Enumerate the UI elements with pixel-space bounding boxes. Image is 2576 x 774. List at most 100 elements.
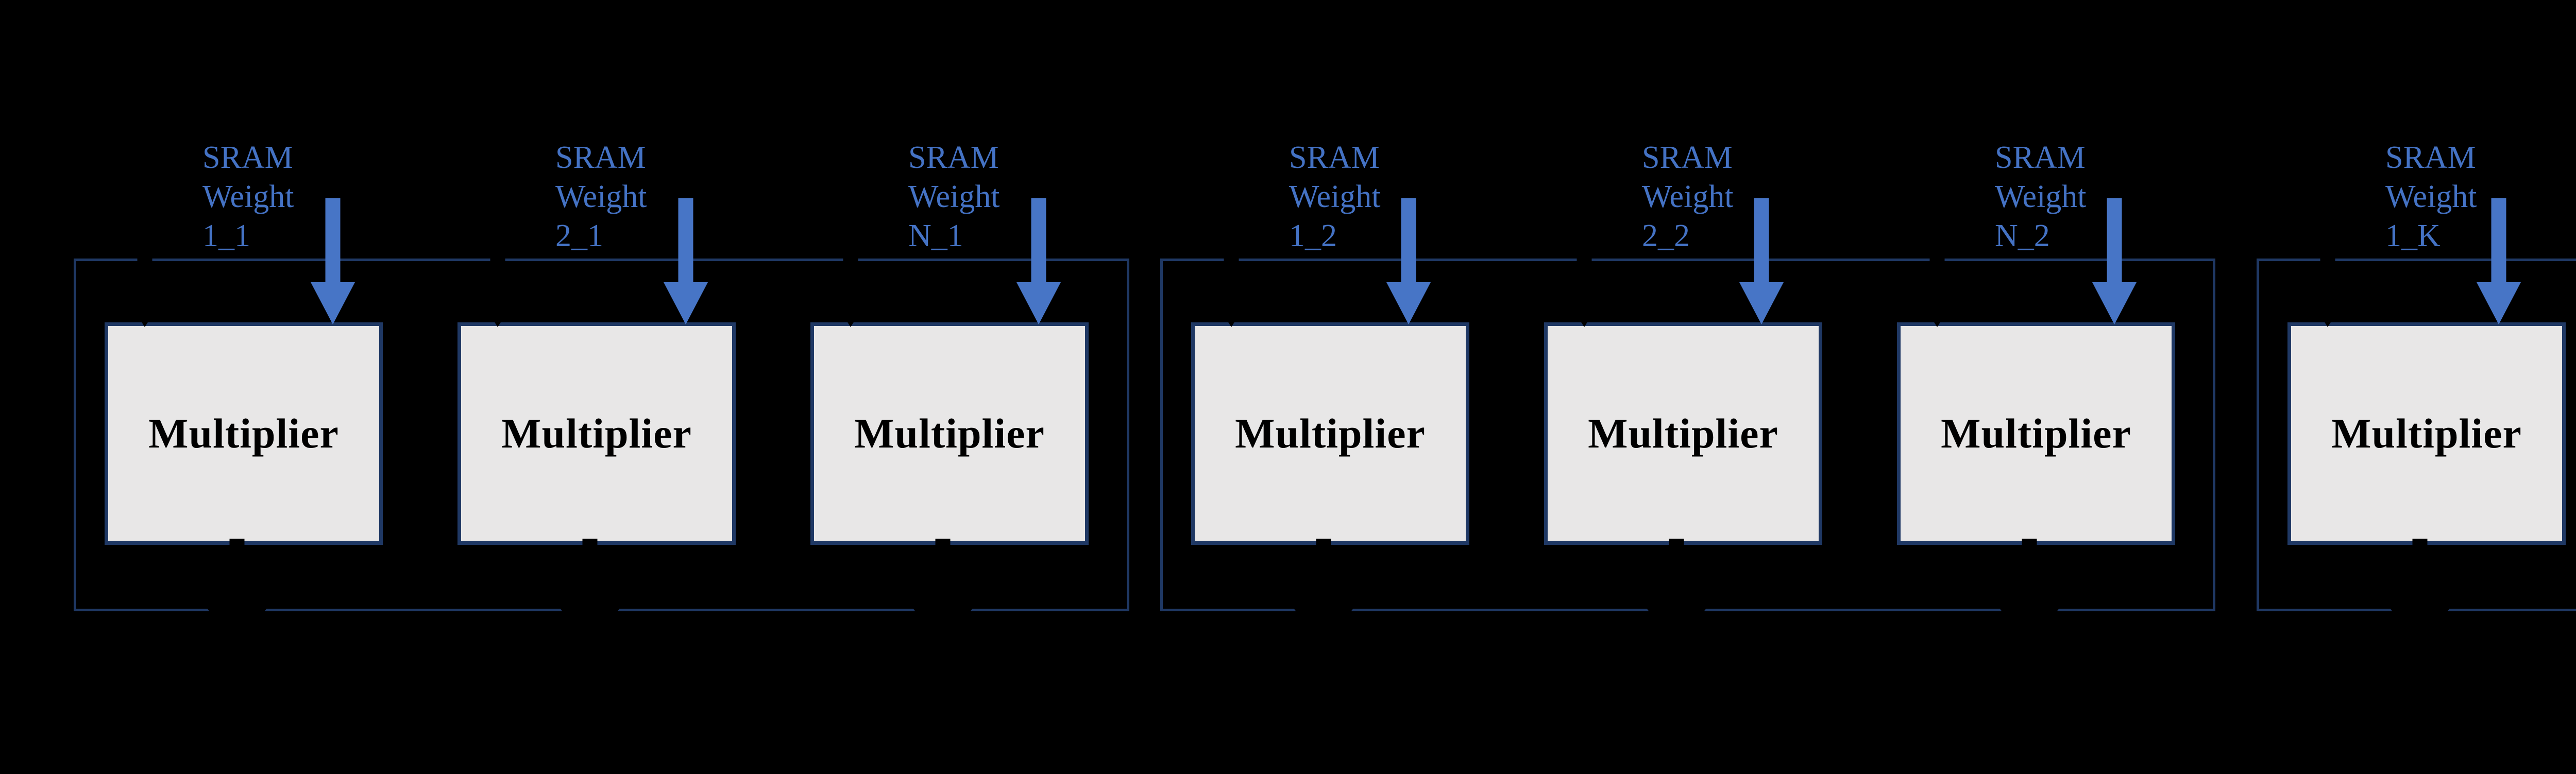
arrow-down-head-icon bbox=[1386, 282, 1431, 324]
multiplier-box-label: Multiplier bbox=[1588, 410, 1778, 457]
sram-label-line-1: SRAM bbox=[1289, 140, 1380, 175]
output-arrow-shaft bbox=[582, 539, 598, 609]
input-arrow-shaft bbox=[1929, 234, 1945, 297]
multiplier-box-label: Multiplier bbox=[1941, 410, 2131, 457]
weight-arrow-shaft bbox=[1031, 198, 1046, 287]
input-arrow-shaft bbox=[137, 234, 152, 297]
sram-weight-label: SRAM Weight 2_2 bbox=[1642, 138, 1734, 255]
output-arrow-shaft bbox=[1316, 539, 1331, 609]
arrow-down-head-icon bbox=[560, 608, 620, 646]
weight-arrow-shaft bbox=[678, 198, 693, 287]
output-arrow-icon bbox=[1999, 539, 2060, 647]
arrow-down-head-icon bbox=[124, 295, 165, 327]
input-arrow-icon bbox=[1211, 234, 1252, 328]
sram-label-line-1: SRAM bbox=[2385, 140, 2476, 175]
weight-arrow-icon bbox=[1016, 198, 1061, 325]
weight-arrow-shaft bbox=[1754, 198, 1769, 287]
sram-label-line-1: SRAM bbox=[908, 140, 999, 175]
weight-arrow-shaft bbox=[325, 198, 341, 287]
sram-label-line-1: SRAM bbox=[1642, 140, 1733, 175]
input-arrow-shaft bbox=[843, 234, 858, 297]
multiplier-box-label: Multiplier bbox=[148, 410, 339, 457]
multiplier-box-label: Multiplier bbox=[1235, 410, 1426, 457]
multiplier-box: Multiplier bbox=[105, 322, 383, 545]
sram-label-line-3: 2_1 bbox=[555, 218, 603, 253]
multiplier-box-label: Multiplier bbox=[501, 410, 692, 457]
sram-label-line-3: N_1 bbox=[908, 218, 963, 253]
multiplier-box-label: Multiplier bbox=[854, 410, 1045, 457]
arrow-down-head-icon bbox=[830, 295, 871, 327]
sram-weight-label: SRAM Weight 1_K bbox=[2385, 138, 2477, 255]
sram-label-line-2: Weight bbox=[908, 179, 1000, 214]
output-arrow-icon bbox=[207, 539, 267, 647]
multiplier-box: Multiplier bbox=[1544, 322, 1822, 545]
weight-arrow-icon bbox=[2092, 198, 2137, 325]
sram-weight-label: SRAM Weight 1_2 bbox=[1289, 138, 1381, 255]
weight-arrow-icon bbox=[1739, 198, 1784, 325]
arrow-down-head-icon bbox=[207, 608, 267, 646]
output-arrow-icon bbox=[1293, 539, 1354, 647]
multiplier-box: Multiplier bbox=[1191, 322, 1469, 545]
sram-weight-label: SRAM Weight N_1 bbox=[908, 138, 1000, 255]
output-arrow-icon bbox=[912, 539, 973, 647]
sram-label-line-3: 1_1 bbox=[202, 218, 250, 253]
arrow-down-head-icon bbox=[1917, 295, 1958, 327]
arrow-down-head-icon bbox=[1564, 295, 1605, 327]
output-arrow-shaft bbox=[229, 539, 245, 609]
weight-arrow-shaft bbox=[2107, 198, 2122, 287]
arrow-down-head-icon bbox=[477, 295, 518, 327]
input-arrow-shaft bbox=[2320, 234, 2335, 297]
arrow-down-head-icon bbox=[1646, 608, 1707, 646]
input-arrow-icon bbox=[1917, 234, 1958, 328]
multiplier-box: Multiplier bbox=[457, 322, 736, 545]
sram-label-line-3: 1_K bbox=[2385, 218, 2441, 253]
sram-label-line-2: Weight bbox=[1642, 179, 1734, 214]
weight-arrow-icon bbox=[2477, 198, 2521, 325]
sram-label-line-3: 2_2 bbox=[1642, 218, 1690, 253]
sram-label-line-3: 1_2 bbox=[1289, 218, 1337, 253]
sram-weight-label: SRAM Weight 2_1 bbox=[555, 138, 647, 255]
arrow-down-head-icon bbox=[2389, 608, 2450, 646]
input-arrow-shaft bbox=[1577, 234, 1592, 297]
sram-label-line-1: SRAM bbox=[555, 140, 646, 175]
arrow-down-head-icon bbox=[1293, 608, 1354, 646]
output-arrow-icon bbox=[560, 539, 620, 647]
sram-label-line-2: Weight bbox=[1289, 179, 1381, 214]
weight-arrow-icon bbox=[664, 198, 708, 325]
arrow-down-head-icon bbox=[2307, 295, 2348, 327]
sram-label-line-2: Weight bbox=[555, 179, 647, 214]
output-arrow-shaft bbox=[935, 539, 951, 609]
multiplier-box: Multiplier bbox=[2287, 322, 2566, 545]
output-arrow-shaft bbox=[1669, 539, 1684, 609]
sram-label-line-2: Weight bbox=[2385, 179, 2477, 214]
sram-label-line-1: SRAM bbox=[1995, 140, 2086, 175]
weight-arrow-shaft bbox=[1401, 198, 1416, 287]
arrow-down-head-icon bbox=[311, 282, 355, 324]
sram-label-line-2: Weight bbox=[1995, 179, 2087, 214]
sram-label-line-2: Weight bbox=[202, 179, 294, 214]
output-arrow-shaft bbox=[2022, 539, 2037, 609]
input-arrow-icon bbox=[830, 234, 871, 328]
weight-arrow-icon bbox=[311, 198, 355, 325]
arrow-down-head-icon bbox=[1211, 295, 1252, 327]
multiplier-box: Multiplier bbox=[810, 322, 1089, 545]
arrow-down-head-icon bbox=[1739, 282, 1784, 324]
weight-arrow-icon bbox=[1386, 198, 1431, 325]
input-arrow-icon bbox=[124, 234, 165, 328]
input-arrow-icon bbox=[2307, 234, 2348, 328]
input-arrow-shaft bbox=[1224, 234, 1239, 297]
input-arrow-icon bbox=[1564, 234, 1605, 328]
arrow-down-head-icon bbox=[912, 608, 973, 646]
sram-label-line-1: SRAM bbox=[202, 140, 293, 175]
sram-weight-label: SRAM Weight 1_1 bbox=[202, 138, 294, 255]
multiplier-box-label: Multiplier bbox=[2331, 410, 2522, 457]
weight-arrow-shaft bbox=[2491, 198, 2506, 287]
arrow-down-head-icon bbox=[2477, 282, 2521, 324]
input-arrow-icon bbox=[477, 234, 518, 328]
sram-weight-label: SRAM Weight N_2 bbox=[1995, 138, 2087, 255]
arrow-down-head-icon bbox=[664, 282, 708, 324]
arrow-down-head-icon bbox=[1016, 282, 1061, 324]
multiplier-box: Multiplier bbox=[1897, 322, 2175, 545]
arrow-down-head-icon bbox=[2092, 282, 2137, 324]
